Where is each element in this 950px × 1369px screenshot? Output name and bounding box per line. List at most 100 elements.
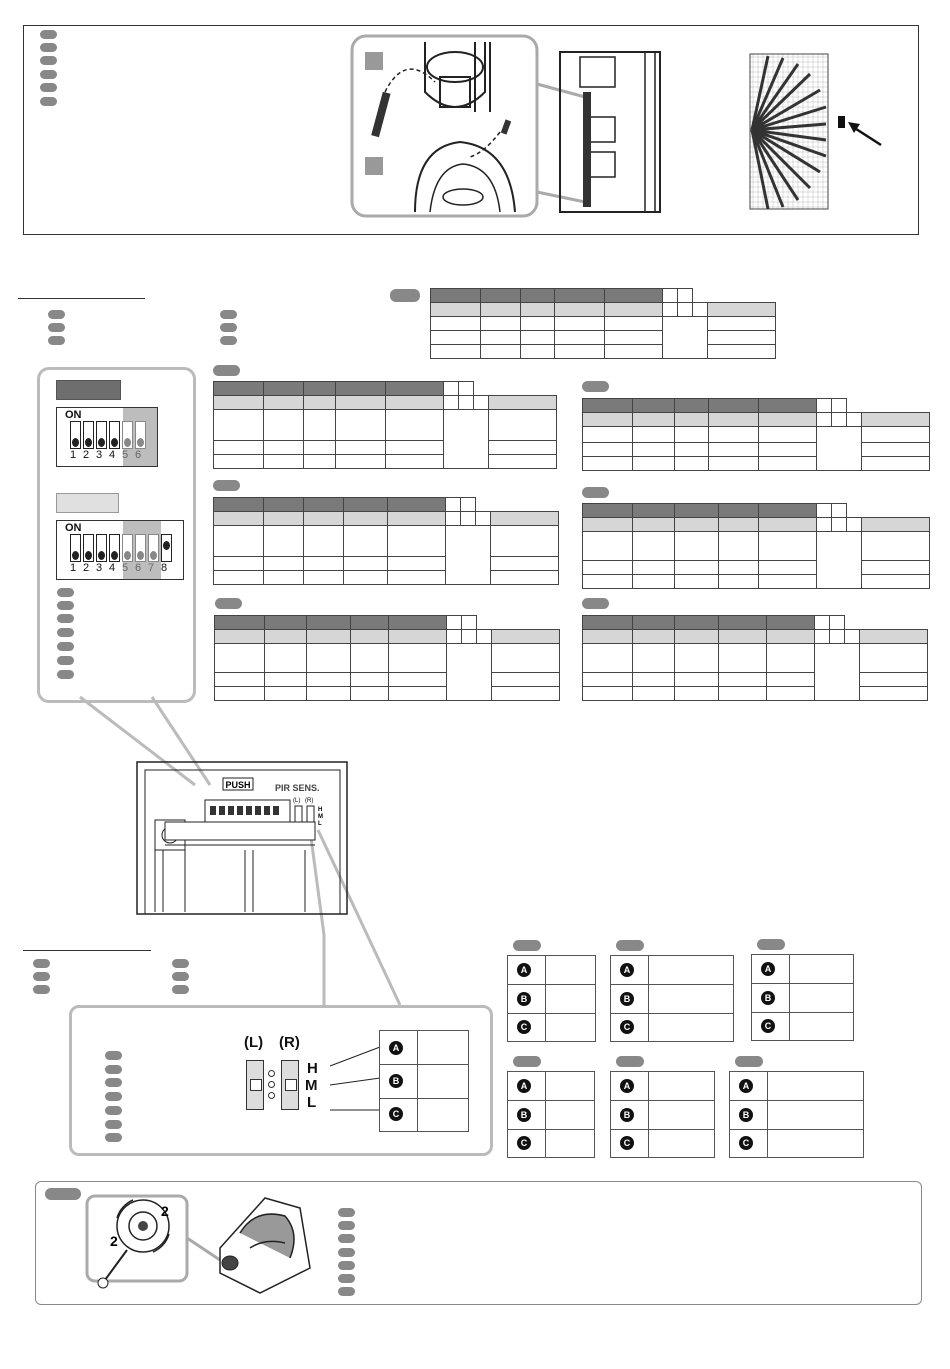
abc-box-1-tag (513, 940, 541, 951)
dip-switch-number: 7 (148, 562, 155, 574)
sensitivity-callout-panel (69, 1005, 493, 1156)
top-frame (23, 25, 919, 235)
dip-switch[interactable] (135, 534, 146, 562)
abc-box-6-tag (735, 1056, 763, 1067)
sens-leader-lines (329, 1046, 381, 1111)
dip-switch[interactable] (96, 534, 107, 562)
lens-replacement-illustration (350, 34, 661, 218)
settings-table-main (430, 288, 776, 359)
pir-sens-label: PIR SENS. (275, 783, 320, 793)
dip-switch-number: 4 (109, 562, 116, 574)
table-tag-d (582, 381, 609, 392)
dip-switch[interactable] (135, 421, 146, 449)
section-rule-1 (18, 298, 145, 299)
rotation-mark-right: 2 (161, 1203, 169, 1219)
dip-switch[interactable] (96, 421, 107, 449)
detection-pattern-diagram (749, 53, 882, 210)
table-tag-f (582, 598, 609, 609)
option-a-icon: A (620, 1079, 634, 1094)
pir-left-small: (L) (293, 798, 300, 804)
settings-table-d (582, 398, 930, 471)
dip-switch-number: 1 (70, 449, 77, 461)
bottom-frame (35, 1181, 922, 1305)
sens-medium-label: M (305, 1077, 318, 1094)
rotation-mark-left: 2 (110, 1233, 118, 1249)
dip-switch-number: 5 (122, 562, 129, 574)
option-b-icon: B (620, 991, 634, 1006)
dip-switch-number: 6 (135, 562, 142, 574)
option-c-icon: C (620, 1019, 634, 1034)
option-a-icon: A (389, 1040, 403, 1055)
table-tag-b (213, 480, 240, 491)
dip-switch[interactable] (122, 534, 133, 562)
option-b-icon: B (620, 1107, 634, 1122)
option-a-icon: A (761, 962, 775, 977)
option-b-icon: B (389, 1074, 403, 1088)
sens-high-label: H (307, 1060, 318, 1077)
dip-switch[interactable] (148, 534, 159, 562)
abc-box-4-tag (513, 1056, 541, 1067)
table-tag-e (582, 487, 609, 498)
dip-switch-number: 8 (161, 562, 168, 574)
dip-switch-number: 2 (83, 449, 90, 461)
sens-low-label: L (307, 1094, 317, 1111)
option-a-icon: A (739, 1079, 753, 1094)
model-tag-dark (56, 380, 121, 400)
dip-switch[interactable] (109, 421, 120, 449)
left-sensitivity-switch[interactable] (246, 1060, 264, 1110)
dip-switch-number: 4 (109, 449, 116, 461)
dip-switch[interactable] (70, 421, 81, 449)
dip-switch[interactable] (70, 534, 81, 562)
settings-table-c (214, 615, 560, 701)
option-a-icon: A (620, 963, 634, 978)
option-c-icon: C (761, 1018, 775, 1033)
sensitivity-abc-box: A B C (379, 1030, 469, 1132)
pir-right-small: (R) (305, 798, 313, 804)
dip-switch[interactable] (83, 421, 94, 449)
left-sensor-label: (L) (244, 1034, 264, 1051)
dip-switch[interactable] (161, 534, 172, 562)
settings-table-f (582, 615, 928, 701)
settings-table-a (213, 381, 557, 469)
table-tag-main (390, 289, 420, 302)
device-interior-illustration: PUSH PIR SENS. (L) (R) H M L (136, 761, 348, 915)
settings-table-e (582, 503, 930, 589)
option-c-icon: C (620, 1135, 634, 1150)
right-sensor-label: (R) (279, 1034, 300, 1051)
sens-l-small: L (318, 821, 322, 827)
option-b-icon: B (739, 1107, 753, 1122)
dip-switch[interactable] (122, 421, 133, 449)
abc-box-2-tag (616, 940, 644, 951)
option-b-icon: B (517, 991, 531, 1006)
option-a-icon: A (517, 963, 531, 978)
dip-switch-number: 3 (96, 562, 103, 574)
option-b-icon: B (517, 1107, 531, 1122)
option-b-icon: B (761, 990, 775, 1005)
table-tag-c (215, 598, 242, 609)
push-label: PUSH (225, 780, 250, 790)
dip-switch[interactable] (83, 534, 94, 562)
dip-switch[interactable] (109, 534, 120, 562)
bottom-tag (45, 1188, 81, 1200)
dip-on-label: ON (65, 522, 82, 534)
dip-switch-number: 1 (70, 562, 77, 574)
option-c-icon: C (739, 1135, 753, 1150)
table-tag-a (213, 365, 240, 376)
abc-box-3-tag (757, 939, 785, 950)
model-tag-light (56, 493, 119, 513)
right-sensitivity-switch[interactable] (281, 1060, 299, 1110)
sens-m-small: M (318, 814, 323, 820)
option-a-icon: A (517, 1079, 531, 1094)
dip-switch-number: 3 (96, 449, 103, 461)
option-c-icon: C (389, 1107, 403, 1122)
dip-switch-number: 6 (135, 449, 142, 461)
settings-table-b (213, 497, 559, 585)
dip-switch-number: 2 (83, 562, 90, 574)
dip-switch-number: 5 (122, 449, 129, 461)
